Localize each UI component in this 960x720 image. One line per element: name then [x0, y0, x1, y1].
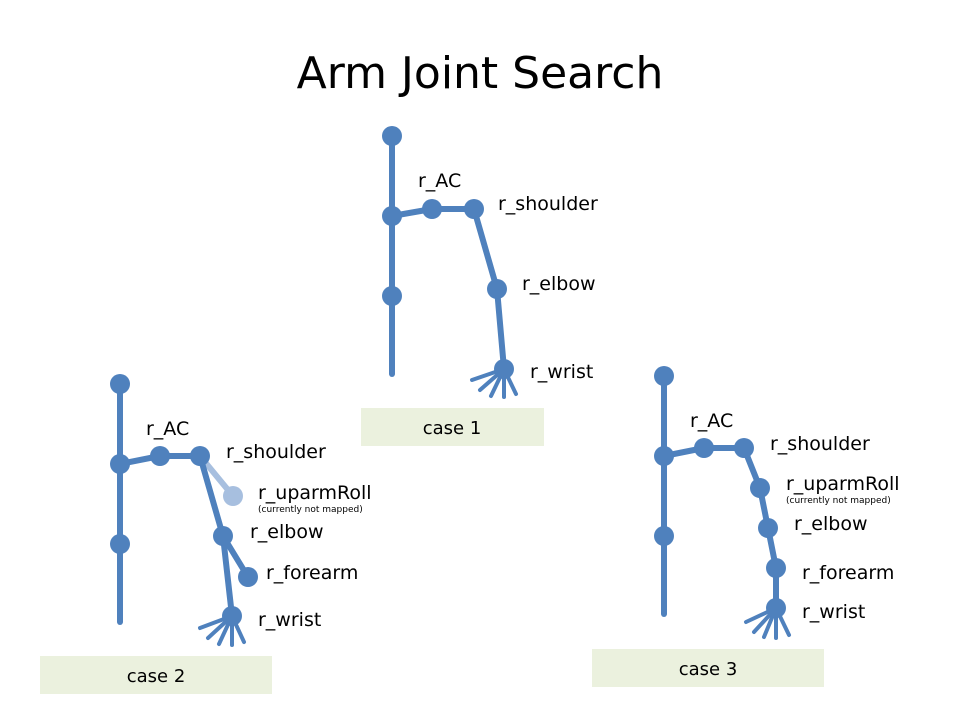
case-2-label-ac: r_AC — [146, 418, 189, 440]
case-3-label-wrist: r_wrist — [802, 601, 865, 623]
case-3-skeleton — [654, 366, 791, 640]
case-1-spine-joint — [382, 286, 402, 306]
case-2-label-uparmroll: r_uparmRoll — [258, 482, 372, 504]
case-1-elbow-joint — [487, 279, 507, 299]
case-1-label-shoulder: r_shoulder — [498, 193, 598, 215]
case-1-label-wrist: r_wrist — [530, 361, 593, 383]
case-3-elbow-joint — [758, 518, 778, 538]
case-2-label-elbow: r_elbow — [250, 521, 324, 543]
case-1-label-elbow: r_elbow — [522, 273, 596, 295]
case-2-skeleton — [110, 374, 258, 647]
case-2-caption: case 2 — [127, 666, 186, 687]
case-3-uparmroll-joint — [750, 478, 770, 498]
case-2-head-joint — [110, 374, 130, 394]
case-3-ac-joint — [694, 438, 714, 458]
case-2-wrist-joint — [222, 606, 242, 626]
case-2-forearm-joint — [238, 567, 258, 587]
case-2-caption-box — [40, 656, 272, 694]
slide-title: Arm Joint Search — [296, 48, 664, 99]
case-3-shoulder-joint — [734, 438, 754, 458]
case-3-label-elbow: r_elbow — [794, 513, 868, 535]
case-1-skeleton — [382, 126, 518, 399]
case-1-caption-box — [361, 408, 544, 446]
case-3-neck-joint — [654, 446, 674, 466]
case-2-spine-joint — [110, 534, 130, 554]
case-3-label-shoulder: r_shoulder — [770, 433, 870, 455]
case-1-neck-joint — [382, 206, 402, 226]
case-3-forearm-joint — [766, 558, 786, 578]
case-2-uparmroll-joint — [223, 486, 243, 506]
case-2-label-forearm: r_forearm — [266, 562, 358, 584]
case-2-shoulder-joint — [190, 446, 210, 466]
case-1-wrist-joint — [494, 359, 514, 379]
case-3-spine-joint — [654, 526, 674, 546]
case-3-wrist-joint — [766, 598, 786, 618]
case-3-label-uparmroll: r_uparmRoll — [786, 473, 900, 495]
case-1-caption: case 1 — [423, 418, 482, 439]
case-3-head-joint — [654, 366, 674, 386]
case-3-caption: case 3 — [679, 659, 738, 680]
case-3-label-uparmroll-note: (currently not mapped) — [786, 496, 891, 506]
case-1-head-joint — [382, 126, 402, 146]
case-1-ac-joint — [422, 199, 442, 219]
case-2-label-wrist: r_wrist — [258, 609, 321, 631]
case-2-neck-joint — [110, 454, 130, 474]
case-2-label-shoulder: r_shoulder — [226, 441, 326, 463]
case-2-ac-joint — [150, 446, 170, 466]
case-3-caption-box — [592, 649, 824, 687]
case-3-label-ac: r_AC — [690, 410, 733, 432]
case-1-label-ac: r_AC — [418, 170, 461, 192]
case-1-shoulder-joint — [464, 199, 484, 219]
case-3-label-forearm: r_forearm — [802, 562, 894, 584]
case-2-label-uparmroll-note: (currently not mapped) — [258, 505, 363, 515]
case-2-elbow-joint — [213, 526, 233, 546]
